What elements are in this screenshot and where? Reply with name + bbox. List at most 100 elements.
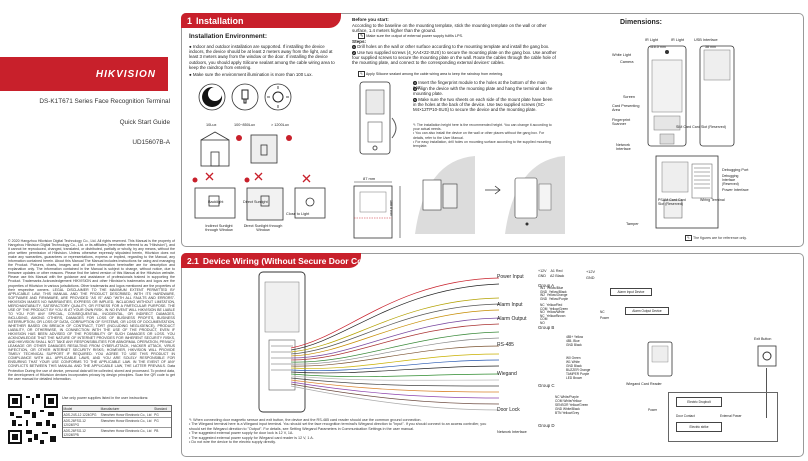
pin-row: COM Yellow/Green [540, 307, 600, 312]
step-text: Use two supplied screws (4_KA4×22-SUS) t… [352, 50, 557, 66]
ext-label: Electric Dropbolt [687, 400, 711, 404]
env-title: Installation Environment: [189, 33, 268, 40]
cover-model: DS-K1T671 Series Face Recognition Termin… [39, 98, 170, 105]
step-text: Make sure the two sheets on each side of… [413, 97, 553, 113]
group-letter: Group D [538, 423, 555, 428]
bullet-icon: ● [189, 72, 193, 77]
note-icon: ✎ [358, 71, 366, 77]
step-item: 3 Insert the fingerprint module to the h… [413, 80, 553, 90]
step-item: 4 Align the device with the mounting pla… [413, 86, 553, 96]
section-number: 1 [187, 15, 193, 26]
pin-row: 485- Blue [566, 339, 606, 343]
wire-label: White [571, 360, 580, 364]
scene-label: Direct Sunlight through Window [243, 224, 283, 232]
section-title: Installation [196, 15, 244, 26]
pin-block-rs485: 485+ Yellow 485- Blue GND Black [566, 335, 606, 347]
table-header: Model [63, 406, 73, 411]
wire-label: Yellow/Black [548, 289, 567, 294]
step-number: 3 [413, 81, 417, 85]
bullet-icon: • [189, 440, 192, 445]
pin-row: NO Yellow/White [540, 310, 600, 315]
pin-row: IN1 Yellow/Blue [540, 286, 600, 291]
pin-label: LED [566, 376, 573, 380]
table-cell: PB [154, 428, 159, 433]
lux-label: 100~850Lux [234, 123, 256, 127]
pin-label: COM [555, 399, 563, 403]
exit-button-icon [757, 345, 777, 367]
table-cell: ADS-26FSG-12 12024EPB [63, 428, 86, 437]
pin-row: TAMPER Purple [566, 372, 616, 376]
note-text: For easy installation, drill holes on mo… [413, 139, 552, 149]
wire-label: A2 Black [550, 274, 565, 278]
pin-row: GND A2 Black [538, 274, 568, 279]
dim-label: Fingerprint Scanner [612, 118, 631, 126]
table-cell: Shenzhen Honor Electronic Co., Ltd [100, 418, 152, 423]
note-text: You can also install the device on the w… [413, 131, 545, 140]
env-bullet: ● Make sure the environment illumination… [189, 72, 339, 77]
cover-guide: Quick Start Guide [119, 119, 170, 126]
door-contact-label: Door Contact [676, 414, 695, 418]
before-title: Before you start: [352, 17, 389, 22]
pin-row: GND Yellow/Purple [540, 296, 600, 302]
step-number: 4 [413, 87, 417, 91]
note-text: Make sure the output of external power s… [366, 34, 464, 38]
dim-label: 116.5 mm [650, 45, 666, 49]
dim-height: 188.8 mm [389, 200, 393, 216]
dim-label: Tamper [626, 222, 639, 226]
dim-label: Debugging Interface (Reserved) [722, 174, 739, 186]
pin-row: GND Black [566, 364, 616, 368]
pin-label: BTN [555, 411, 562, 415]
legal-text: © 2020 Hangzhou Hikvision Digital Techno… [8, 239, 175, 381]
before-text: According to the baseline on the mountin… [352, 23, 547, 34]
wire-label: Green [571, 356, 581, 360]
installation-header: 1 Installation [181, 13, 341, 28]
wire-label: Black [573, 343, 582, 347]
group-letter: Group B [538, 325, 555, 330]
wall-install-sketch [415, 156, 565, 234]
wire-label: Yellow/Purple [548, 296, 569, 301]
pin-block-door: NC White/Purple COM White/Yellow SENSOR … [555, 395, 615, 415]
note-item: • Do not wire the device to the electric… [189, 440, 489, 444]
ext-label: Alarm Input Device [617, 290, 645, 294]
group-name: RS-485 [497, 342, 514, 348]
wire-label: A1 Red [550, 269, 563, 273]
wire-label: White/Purple [560, 395, 579, 399]
dim-label: PSAM Card Card Slot (Reserved) [658, 198, 686, 206]
wire-label: Yellow/White [546, 310, 565, 315]
step-item: 1 Drill holes on the wall or other surfa… [352, 44, 557, 49]
pin-label: NO [540, 310, 545, 315]
section-title: Device Wiring (Without Secure Door Contr… [202, 255, 361, 266]
step-item: 5 Make sure the two sheets on each side … [413, 97, 553, 113]
pin-row: IN2 Yellow/Orange [540, 293, 600, 298]
exit-button-wire [766, 368, 767, 418]
pin-row: NC Yellow/Red [540, 303, 600, 308]
table-header: Manufacturer [100, 406, 120, 411]
wire-label: Yellow/Blue [546, 286, 564, 290]
wire-label: Blue [573, 339, 580, 343]
group-letter: Group A [538, 283, 555, 288]
group-name: Door Lock [497, 407, 520, 413]
step-number: 5 [413, 98, 417, 102]
pin-label: GND [538, 274, 546, 278]
note-text: When connecting door magnetic sensor and… [193, 418, 422, 422]
dim-width: 87 mm [363, 176, 376, 181]
group-letter: Group C [538, 383, 555, 388]
cover-code: UD15607B-A [132, 139, 170, 146]
qr-caption: Use only power supplies listed in the us… [62, 396, 149, 400]
table-cell: Shenzhen Honor Electronic Co., Ltd [100, 412, 152, 417]
installation-section [181, 13, 804, 247]
wire-label: White/Black [562, 407, 580, 411]
lux-label: > 1200Lux [271, 123, 289, 127]
electric-strike-box: Electric strike [676, 422, 722, 432]
wire-label: Yellow/Orange [546, 293, 568, 298]
wire-label: Brown [573, 376, 583, 380]
wire-label: Orange [579, 368, 591, 372]
wire-label: Black [573, 364, 582, 368]
power-supply-table: Model Manufacturer Standard ADS-24S-12 1… [62, 405, 172, 438]
pin-label: SENSOR [555, 403, 569, 407]
network-interface-label: Network Interface [497, 430, 527, 434]
pin-label: GND [540, 289, 548, 294]
install-notes: ✎ The installation height here is the re… [413, 123, 553, 148]
cover-panel: HIKVISION DS-K1T671 Series Face Recognit… [0, 0, 180, 461]
scene-sketches [192, 131, 326, 221]
